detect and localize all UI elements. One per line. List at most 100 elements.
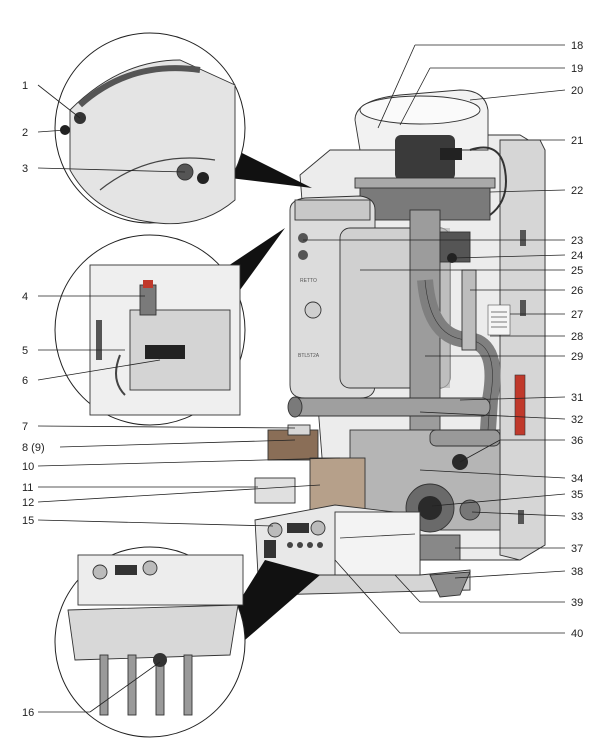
label-21: 21 xyxy=(571,135,583,147)
zoom-callout-top-pointer xyxy=(230,152,312,188)
label-32: 32 xyxy=(571,414,583,426)
pipe-32-end xyxy=(287,396,303,418)
vessel-model-text: BTL5T2A xyxy=(298,353,320,359)
control-knob-2 xyxy=(310,520,326,536)
leader-2 xyxy=(37,129,67,133)
leader-6 xyxy=(37,359,161,381)
label-3: 3 xyxy=(22,163,28,175)
label-23: 23 xyxy=(571,235,583,247)
label-15: 15 xyxy=(22,515,34,527)
leader-32 xyxy=(419,411,566,420)
zoom-callout-bottom-pointer xyxy=(235,560,320,640)
label-6: 6 xyxy=(22,375,28,387)
leader-40b xyxy=(334,559,401,634)
burner-top xyxy=(354,177,496,189)
zoom-bottom-base xyxy=(67,604,239,661)
leader-7 xyxy=(37,425,296,429)
leader-10 xyxy=(37,457,341,467)
leader-34 xyxy=(419,469,566,479)
control-button-4 xyxy=(317,542,323,548)
label-25: 25 xyxy=(571,265,583,277)
vessel-top xyxy=(294,199,371,221)
pipe-32 xyxy=(289,397,491,417)
vessel-fitting-2 xyxy=(298,250,308,260)
zoom-mid-valve xyxy=(139,284,157,316)
zoom-top-plate xyxy=(69,59,236,225)
leader-39b xyxy=(394,574,421,603)
side-slot-1 xyxy=(520,230,526,246)
label-36: 36 xyxy=(571,435,583,447)
vessel-tag-text: RETTO xyxy=(300,278,317,284)
valve-37 xyxy=(419,534,461,561)
label-39: 39 xyxy=(571,597,583,609)
fan-connector xyxy=(440,148,462,160)
label-40: 40 xyxy=(571,628,583,640)
zoom-mid-handle xyxy=(145,345,185,359)
label-4: 4 xyxy=(22,291,28,303)
label-16: 16 xyxy=(22,707,34,719)
label-28: 28 xyxy=(571,331,583,343)
label-31: 31 xyxy=(571,392,583,404)
pipe-26 xyxy=(461,269,477,351)
fan-motor xyxy=(395,135,455,180)
leader-22 xyxy=(489,189,566,193)
label-35: 35 xyxy=(571,489,583,501)
leader-lines xyxy=(37,44,566,713)
zoom-bottom-pipe-1 xyxy=(99,654,109,716)
label-34: 34 xyxy=(571,473,583,485)
zoom-bottom-display xyxy=(115,565,137,575)
zoom-top-curve xyxy=(99,157,216,191)
zoom-callout-middle xyxy=(54,228,285,426)
label-19: 19 xyxy=(571,63,583,75)
zoom-bottom-panel xyxy=(77,554,244,606)
label-18: 18 xyxy=(571,40,583,52)
label-1: 1 xyxy=(22,80,28,92)
leader-36b xyxy=(459,439,501,463)
fan-top xyxy=(359,95,481,125)
leader-16b xyxy=(89,661,161,713)
zoom-bottom-pipe-2 xyxy=(127,654,137,716)
control-button-1 xyxy=(287,542,293,548)
control-panel-cover xyxy=(334,511,421,578)
zoom-mid-pipe xyxy=(115,354,126,396)
insulation-11 xyxy=(254,477,296,504)
vessel-port xyxy=(304,301,322,319)
side-slot-3 xyxy=(514,374,526,436)
control-switch xyxy=(264,540,276,558)
label-26: 26 xyxy=(571,285,583,297)
label-33: 33 xyxy=(571,511,583,523)
leader-19b xyxy=(399,67,431,126)
bottom-fitting xyxy=(429,571,471,598)
label-27: 27 xyxy=(571,309,583,321)
side-slot-2 xyxy=(520,300,526,316)
label-29: 29 xyxy=(571,351,583,363)
leader-35 xyxy=(431,493,566,507)
label-11: 11 xyxy=(22,482,33,494)
leader-18b xyxy=(377,44,416,129)
zoom-top-flange xyxy=(77,65,201,108)
leader-31 xyxy=(459,396,566,401)
callout-labels: 1 2 3 4 5 6 7 8 (9) 10 11 12 15 16 18 19… xyxy=(22,40,583,719)
label-2: 2 xyxy=(22,127,28,139)
insulation-12 xyxy=(309,457,366,514)
leader-3 xyxy=(37,167,186,173)
boiler-body: RETTO BTL5T2A xyxy=(254,89,546,598)
leader-20 xyxy=(469,89,566,101)
zoom-bottom-knob-2 xyxy=(142,560,158,576)
leader-8 xyxy=(59,439,296,448)
zoom-bottom-valve xyxy=(153,653,167,667)
zoom-mid-slot xyxy=(96,320,102,360)
label-5: 5 xyxy=(22,345,28,357)
label-8: 8 (9) xyxy=(22,442,45,454)
control-display xyxy=(287,523,309,533)
control-button-3 xyxy=(307,542,313,548)
zoom-mid-red xyxy=(143,280,153,288)
side-slot-4 xyxy=(518,510,524,524)
leader-12 xyxy=(37,484,321,503)
zoom-bottom-pipe-4 xyxy=(183,654,193,716)
fixture-7 xyxy=(287,424,311,436)
zoom-callout-top xyxy=(54,32,312,225)
pump-center xyxy=(418,496,442,520)
label-20: 20 xyxy=(571,85,583,97)
